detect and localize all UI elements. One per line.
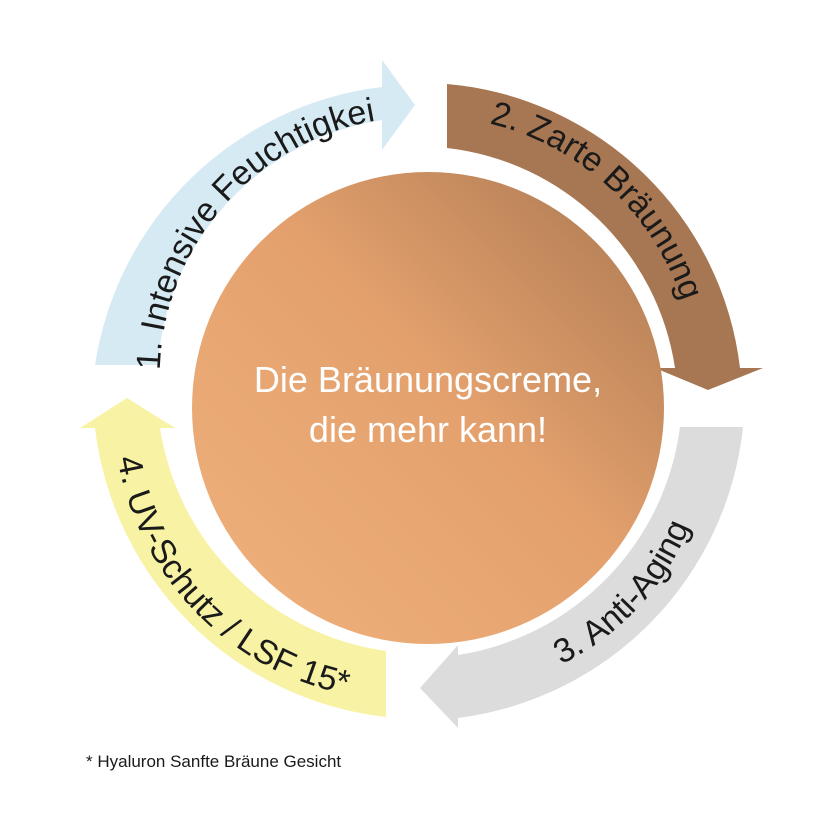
center-title-line1: Die Bräunungscreme,: [254, 359, 602, 400]
center-title-line2: die mehr kann!: [309, 409, 547, 450]
segment-2-arrow: [447, 84, 763, 390]
segment-4-arrow: [80, 398, 386, 717]
footnote: * Hyaluron Sanfte Bräune Gesicht: [86, 752, 342, 771]
segment-3-arrow: [420, 427, 743, 728]
center-circle: [192, 172, 664, 644]
segment-1-arrow: [95, 60, 415, 365]
